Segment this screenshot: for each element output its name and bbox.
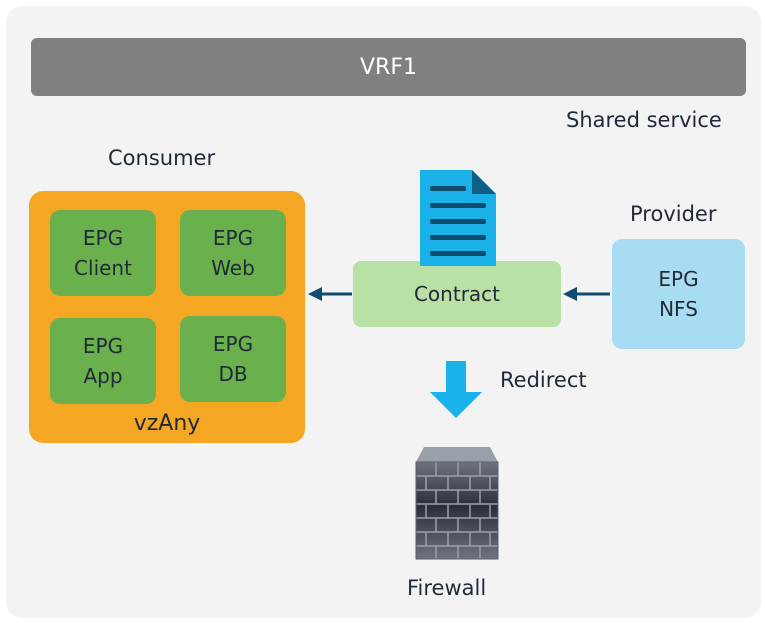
vrf-bar: VRF1 xyxy=(31,38,746,96)
epg-nfs-line2: NFS xyxy=(659,297,698,321)
epg-app-line2: App xyxy=(83,364,123,388)
vrf-label: VRF1 xyxy=(360,54,417,80)
vzany-label: vzAny xyxy=(133,411,201,436)
contract-box: Contract xyxy=(353,261,561,327)
firewall-icon xyxy=(415,447,499,560)
down-arrow-icon xyxy=(430,361,482,418)
consumer-title: Consumer xyxy=(108,146,216,170)
shared-service-label: Shared service xyxy=(566,108,722,132)
provider-title: Provider xyxy=(630,202,717,226)
epg-web-line1: EPG xyxy=(212,226,254,250)
epg-db-line2: DB xyxy=(218,362,248,386)
arrow-to-consumer xyxy=(308,287,352,301)
epg-nfs-box: EPG NFS xyxy=(612,239,745,349)
redirect-label: Redirect xyxy=(500,368,587,392)
epg-web-box: EPG Web xyxy=(180,210,286,296)
firewall-label: Firewall xyxy=(407,576,487,600)
epg-web-line2: Web xyxy=(211,256,255,280)
epg-app-line1: EPG xyxy=(82,334,124,358)
epg-client-line1: EPG xyxy=(82,226,124,250)
document-icon xyxy=(420,170,496,266)
epg-nfs-line1: EPG xyxy=(658,267,699,291)
epg-db-line1: EPG xyxy=(212,332,254,356)
epg-db-box: EPG DB xyxy=(180,316,286,402)
epg-client-box: EPG Client xyxy=(50,210,156,296)
epg-app-box: EPG App xyxy=(50,318,156,404)
epg-client-line2: Client xyxy=(74,256,132,280)
arrow-to-contract xyxy=(563,287,610,301)
vzany-group: EPG Client EPG Web EPG App EPG DB vzAny xyxy=(29,191,305,443)
contract-label: Contract xyxy=(413,282,501,306)
